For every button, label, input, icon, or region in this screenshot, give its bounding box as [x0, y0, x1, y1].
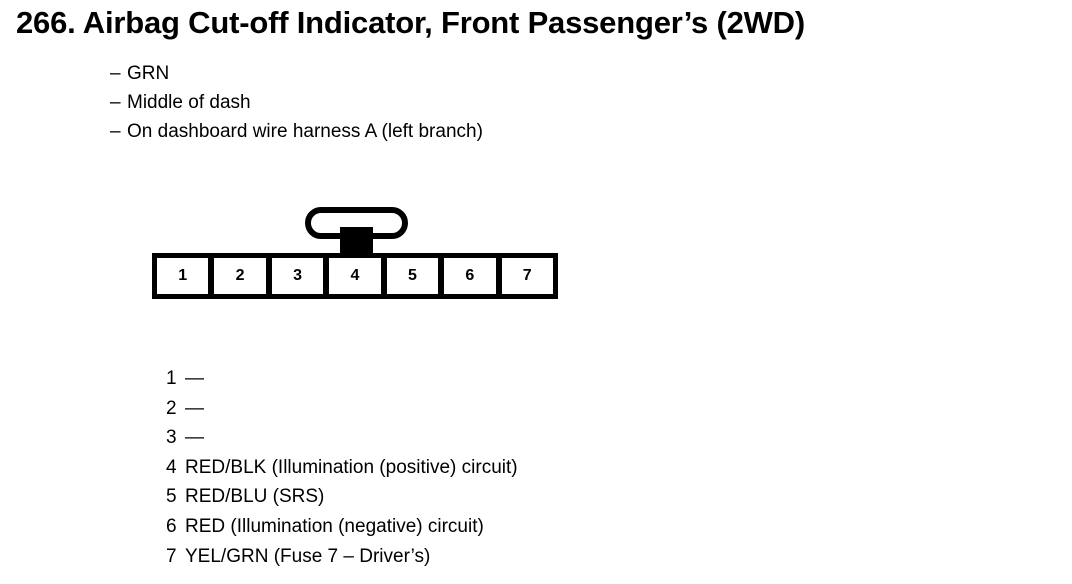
pin-description: RED/BLU (SRS) [185, 486, 325, 508]
connector-cavity: 2 [214, 258, 266, 294]
pin-description: RED (Illumination (negative) circuit) [185, 515, 484, 537]
pin-number: 4 [166, 456, 177, 478]
connector-body: 1 2 3 4 5 6 7 [152, 253, 558, 299]
connector-note: –On dashboard wire harness A (left branc… [110, 117, 483, 146]
pin-row: 5 RED/BLU (SRS) [166, 482, 518, 512]
pin-row: 4 RED/BLK (Illumination (positive) circui… [166, 453, 518, 483]
pin-number: 1 [166, 368, 177, 389]
pin-description: RED/BLK (Illumination (positive) circuit… [185, 456, 518, 478]
pin-description: — [185, 427, 204, 449]
connector-cavity: 4 [329, 258, 381, 294]
cavity-number: 3 [293, 267, 302, 284]
connector-notes-list: –GRN –Middle of dash –On dashboard wire … [110, 59, 483, 146]
note-text: Middle of dash [127, 92, 251, 113]
pin-row: 1— [166, 364, 518, 394]
pin-description: YEL/GRN (Fuse 7 – Driver’s) [185, 545, 431, 567]
cavity-number: 6 [465, 267, 475, 284]
connector-note: –GRN [110, 59, 483, 88]
note-text: GRN [127, 63, 170, 84]
pin-number: 5 [166, 486, 177, 508]
connector-cavity: 3 [271, 258, 324, 294]
connector-cavity: 5 [386, 258, 439, 294]
pin-row: 6 RED (Illumination (negative) circuit) [166, 512, 518, 542]
cavity-number: 7 [522, 267, 532, 284]
cavity-number: 4 [350, 267, 360, 284]
pin-number: 7 [166, 545, 177, 567]
pin-row: 3— [166, 423, 518, 453]
note-dash: – [110, 92, 121, 113]
connector-note: –Middle of dash [110, 88, 483, 117]
pin-number: 2 [166, 397, 177, 419]
page-title: 266. Airbag Cut-off Indicator, Front Pas… [16, 5, 805, 40]
pin-row: 2— [166, 394, 518, 424]
pin-number: 6 [166, 515, 177, 537]
note-dash: – [110, 63, 121, 84]
pin-description: — [185, 368, 204, 389]
note-dash: – [110, 121, 121, 142]
pin-number: 3 [166, 427, 177, 449]
pin-description: — [185, 397, 204, 419]
connector-cavity: 1 [157, 258, 209, 294]
connector-cavity: 6 [444, 258, 496, 294]
note-text: On dashboard wire harness A (left branch… [127, 121, 483, 142]
connector-cavity: 7 [501, 258, 553, 294]
connector-diagram: 1 2 3 4 5 6 7 [152, 207, 558, 299]
cavity-number: 5 [407, 267, 417, 284]
pin-row: 7 YEL/GRN (Fuse 7 – Driver’s) [166, 542, 518, 572]
cavity-number: 2 [235, 267, 245, 284]
cavity-number: 1 [178, 267, 188, 284]
